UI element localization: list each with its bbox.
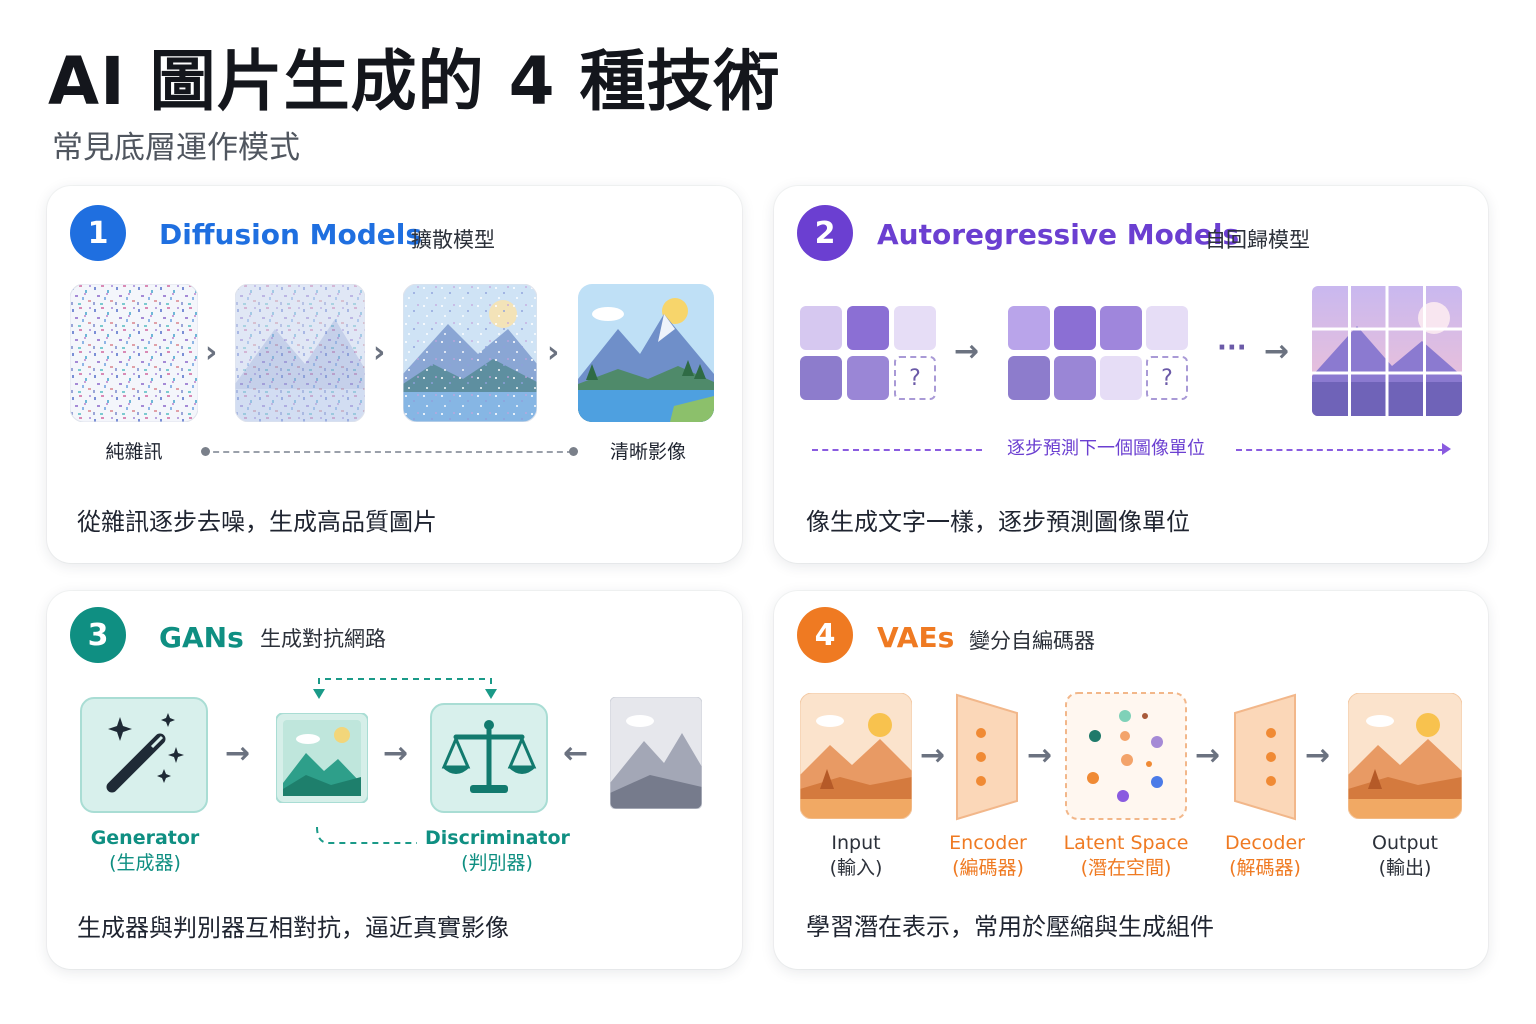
partly-denoised-image <box>234 283 366 426</box>
stage-label: Decoder <box>1225 832 1305 854</box>
unknown-token: ? <box>1146 356 1188 400</box>
flow-label: 逐步預測下一個圖像單位 <box>1007 438 1205 459</box>
card-description: 從雜訊逐步去噪，生成高品質圖片 <box>77 508 437 536</box>
generator-label-zh: (生成器) <box>109 852 181 874</box>
stage-label-zh: (輸出) <box>1378 857 1432 879</box>
latent-space-box <box>1065 692 1187 824</box>
output-image <box>1347 692 1463 823</box>
input-image <box>799 692 913 823</box>
magic-wand-icon <box>106 713 184 793</box>
real-image <box>609 696 703 813</box>
arrow-right-icon: → <box>383 736 409 771</box>
arrow-right-icon: → <box>225 736 251 771</box>
stage-label-zh: (編碼器) <box>952 857 1024 879</box>
card-number-badge: 1 <box>70 205 126 261</box>
card-autoregressive: 2 Autoregressive Models 自回歸模型 ? → ? ··· … <box>774 186 1488 563</box>
flow-line <box>1236 449 1444 451</box>
card-title: GANs <box>159 621 244 654</box>
feedback-arrow-icon <box>313 673 497 703</box>
progress-line <box>203 451 573 453</box>
card-gans: 3 GANs 生成對抗網路 → → <box>47 591 742 969</box>
card-description: 生成器與判別器互相對抗，逼近真實影像 <box>77 914 509 942</box>
scale-icon <box>441 720 537 793</box>
card-description: 像生成文字一樣，逐步預測圖像單位 <box>806 508 1190 536</box>
arrow-right-icon: → <box>1264 334 1290 369</box>
card-diffusion: 1 Diffusion Models 擴散模型 › › <box>47 186 742 563</box>
arrow-right-icon: → <box>1195 738 1221 773</box>
unknown-token: ? <box>894 356 936 400</box>
card-vaes: 4 VAEs 變分自編碼器 → → <box>774 591 1488 969</box>
stage-label-zh: (潛在空間) <box>1080 857 1172 879</box>
arrow-right-icon: → <box>920 738 946 773</box>
token-grid-step-2: ? <box>1008 306 1190 400</box>
arrow-right-icon: › <box>373 335 386 370</box>
card-subtitle: 擴散模型 <box>411 228 495 252</box>
page-subtitle: 常見底層運作模式 <box>52 130 300 166</box>
card-subtitle: 自回歸模型 <box>1205 228 1310 252</box>
arrow-right-icon: › <box>547 335 560 370</box>
generated-image <box>275 712 369 807</box>
stage-label: Latent Space <box>1063 832 1189 854</box>
discriminator-box <box>430 703 548 813</box>
arrow-right-icon: › <box>205 335 218 370</box>
end-label: 清晰影像 <box>609 441 686 463</box>
stage-label-zh: (解碼器) <box>1229 857 1301 879</box>
discriminator-label: Discriminator <box>425 827 570 849</box>
card-description: 學習潛在表示，常用於壓縮與生成組件 <box>806 913 1214 941</box>
arrow-right-icon: → <box>954 334 980 369</box>
flow-line <box>812 449 982 451</box>
progress-dot <box>569 447 578 456</box>
feedback-line <box>315 826 419 851</box>
card-number-badge: 4 <box>797 607 853 663</box>
discriminator-label-zh: (判別器) <box>461 852 533 874</box>
card-title: VAEs <box>877 621 955 654</box>
pure-noise-image <box>69 283 199 426</box>
page-title: AI 圖片生成的 4 種技術 <box>48 43 781 120</box>
card-title: Diffusion Models <box>159 218 423 251</box>
clear-image <box>578 284 714 426</box>
progress-dot <box>201 447 210 456</box>
mostly-denoised-image <box>402 283 538 426</box>
generator-label: Generator <box>90 827 200 849</box>
arrowhead-icon <box>1442 443 1451 455</box>
card-number-badge: 3 <box>70 607 126 663</box>
decoder-trapezoid <box>1233 693 1297 825</box>
stage-label: Input <box>831 832 881 854</box>
card-subtitle: 生成對抗網路 <box>260 627 386 651</box>
card-number-badge: 2 <box>797 205 853 261</box>
encoder-trapezoid <box>955 693 1019 825</box>
card-subtitle: 變分自編碼器 <box>969 629 1095 653</box>
token-grid-step-1: ? <box>800 306 936 400</box>
start-label: 純雜訊 <box>105 441 163 463</box>
arrow-right-icon: → <box>1027 738 1053 773</box>
card-title: Autoregressive Models <box>877 218 1240 251</box>
stage-label: Output <box>1372 832 1438 854</box>
stage-label: Encoder <box>949 832 1027 854</box>
ellipsis: ··· <box>1217 333 1247 363</box>
completed-image-grid <box>1312 286 1462 420</box>
generator-box <box>80 697 208 813</box>
arrow-right-icon: → <box>1305 738 1331 773</box>
stage-label-zh: (輸入) <box>829 857 883 879</box>
arrow-left-icon: ← <box>563 736 589 771</box>
